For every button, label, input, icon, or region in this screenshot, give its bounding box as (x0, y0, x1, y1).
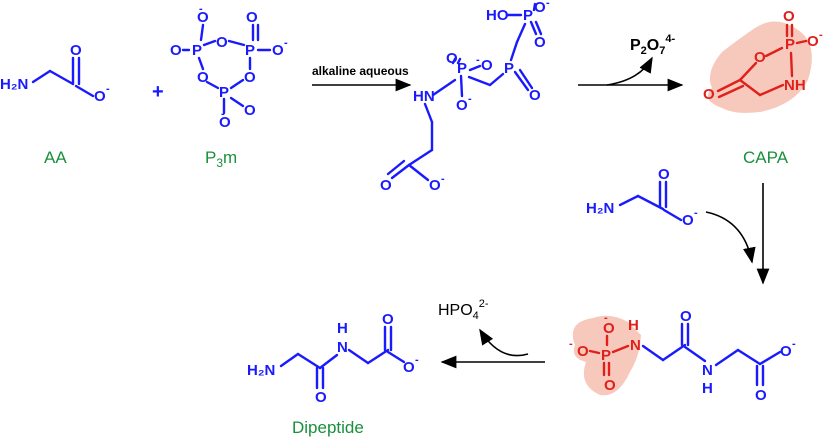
svg-text:P: P (245, 42, 255, 59)
svg-text:-: - (819, 29, 823, 41)
svg-text:O: O (481, 57, 493, 74)
pyrophosphate-label: P2O74- (630, 33, 675, 57)
svg-text:P: P (601, 347, 611, 364)
svg-text:O: O (315, 389, 327, 406)
svg-text:N: N (702, 362, 713, 379)
dipeptide-molecule: H₂N O H N O O - (247, 311, 419, 406)
p3m-label: P3m (205, 148, 237, 170)
svg-text:P: P (192, 42, 202, 59)
svg-text:O: O (577, 343, 589, 360)
svg-text:-: - (694, 207, 698, 219)
svg-text:-: - (546, 0, 550, 9)
svg-text:O: O (456, 97, 468, 114)
svg-text:P: P (219, 84, 229, 101)
aa-h2n: H₂N (0, 76, 28, 93)
glycinate-2: H₂N O O - (586, 166, 698, 229)
svg-text:-: - (792, 338, 796, 350)
svg-text:O: O (807, 33, 819, 50)
arrow-glycinate-attack (705, 211, 756, 264)
svg-text:HO: HO (486, 7, 509, 24)
capa-highlight (707, 21, 812, 113)
svg-text:P: P (785, 36, 795, 53)
svg-text:O: O (680, 308, 692, 325)
svg-text:H₂N: H₂N (247, 362, 275, 379)
phosphodipeptide-molecule: O - O - P O H N O N H O O - (569, 308, 796, 404)
p3m-molecule: O P P P O O O - O O O - O - O (170, 3, 288, 131)
arrow-hpo4-release (479, 328, 529, 357)
aa-o-double: O (70, 42, 82, 59)
svg-text:O: O (216, 34, 228, 51)
svg-text:O: O (658, 166, 670, 183)
capa-molecule: O P O O - NH O (703, 8, 823, 113)
aa-molecule: H₂N O O - (0, 42, 110, 105)
condition-label: alkaline aqueous (312, 64, 409, 78)
aa-o-minus: O (94, 88, 106, 105)
svg-text:-: - (604, 312, 608, 324)
svg-text:O: O (219, 114, 231, 131)
svg-text:O: O (534, 34, 546, 51)
svg-text:O: O (244, 69, 256, 86)
svg-text:O: O (534, 0, 546, 16)
svg-text:P: P (523, 7, 533, 24)
svg-text:O: O (603, 320, 615, 337)
svg-text:P: P (504, 60, 514, 77)
svg-text:P: P (457, 60, 467, 77)
svg-text:O: O (754, 49, 766, 66)
svg-text:-: - (569, 338, 573, 350)
svg-text:-: - (476, 54, 480, 66)
svg-text:O: O (682, 212, 694, 229)
svg-text:O: O (380, 177, 392, 194)
svg-text:-: - (284, 37, 288, 49)
svg-text:O: O (783, 8, 795, 25)
svg-text:NH: NH (784, 77, 806, 94)
svg-text:N: N (630, 337, 641, 354)
svg-text:-: - (199, 3, 203, 15)
arrow-pyrophosphate-release (606, 56, 653, 86)
svg-text:O: O (272, 42, 284, 59)
svg-text:O: O (403, 359, 415, 376)
svg-text:O: O (755, 387, 767, 404)
hpo4-label: HPO42- (438, 298, 489, 322)
svg-text:O: O (703, 86, 715, 103)
intermediate-molecule: HO P O - O O P O - P O O - HN O O - (380, 0, 550, 194)
svg-text:O: O (446, 50, 458, 67)
svg-text:HN: HN (413, 88, 435, 105)
svg-text:H: H (337, 320, 348, 337)
svg-text:H: H (702, 380, 713, 397)
svg-text:O: O (246, 9, 258, 26)
svg-text:N: N (337, 339, 348, 356)
capa-label: CAPA (743, 148, 789, 167)
svg-text:O: O (604, 377, 616, 394)
svg-text:H: H (628, 317, 639, 334)
svg-text:O: O (197, 9, 209, 26)
svg-text:-: - (441, 173, 445, 185)
svg-text:O: O (244, 102, 256, 119)
aa-label: AA (44, 148, 67, 167)
svg-text:-: - (221, 108, 225, 120)
svg-text:O: O (170, 42, 182, 59)
svg-text:H₂N: H₂N (586, 200, 614, 217)
svg-text:O: O (382, 311, 394, 328)
svg-text:-: - (106, 83, 110, 95)
svg-text:O: O (429, 177, 441, 194)
plus-sign: + (152, 81, 164, 103)
svg-text:-: - (415, 354, 419, 366)
dipeptide-label: Dipeptide (292, 418, 364, 437)
phosphate-highlight (572, 315, 641, 396)
svg-text:O: O (529, 87, 541, 104)
svg-text:O: O (780, 343, 792, 360)
svg-text:-: - (468, 93, 472, 105)
